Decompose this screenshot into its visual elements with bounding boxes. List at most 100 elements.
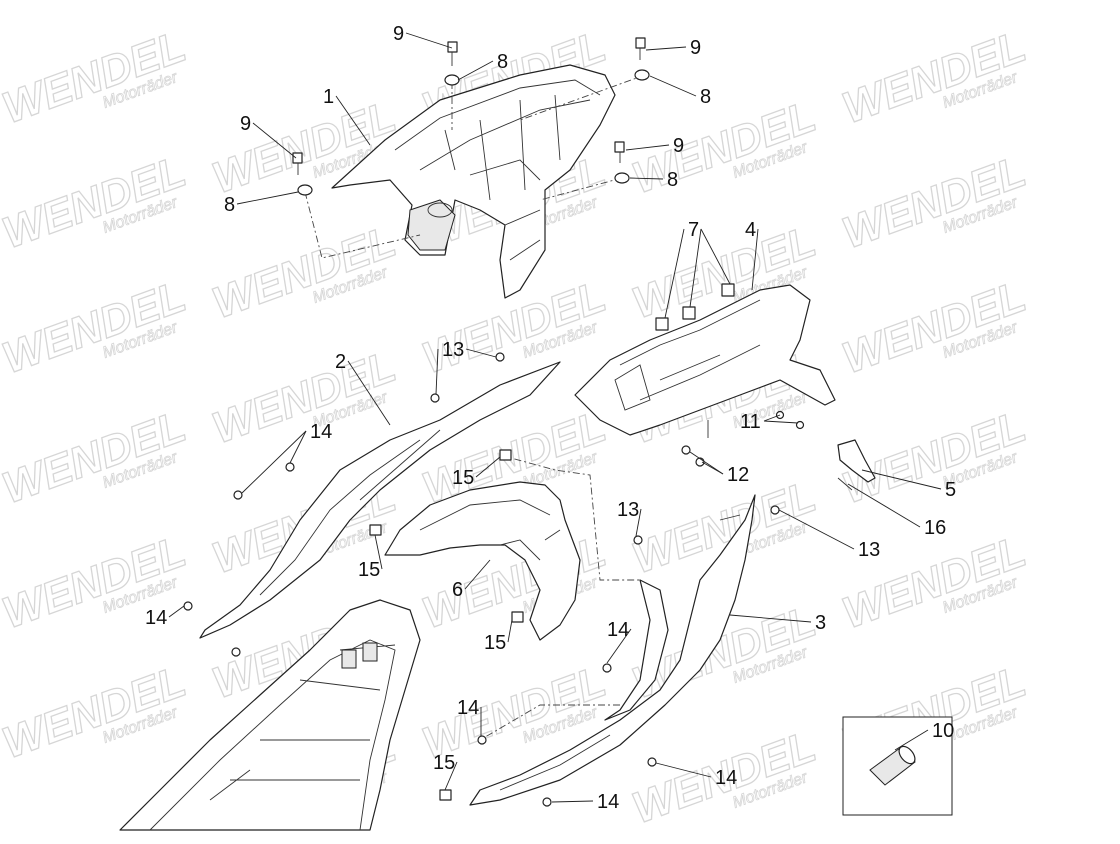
callout-number: 9 — [393, 23, 404, 45]
callout-number: 6 — [452, 579, 463, 601]
part-5-bracket — [837, 439, 876, 491]
callout-number: 14 — [715, 767, 737, 789]
callout-14: 14 — [655, 762, 737, 789]
callout-14: 14 — [145, 605, 185, 629]
callout-number: 8 — [667, 169, 678, 191]
callout-number: 14 — [145, 607, 167, 629]
callout-number: 15 — [433, 752, 455, 774]
callout-4: 4 — [745, 219, 759, 291]
leader-line — [729, 614, 812, 623]
leader-line — [335, 95, 371, 146]
leader-line — [763, 414, 781, 422]
callout-number: 15 — [358, 559, 380, 581]
callout-8: 8 — [629, 169, 678, 191]
callout-15: 15 — [433, 752, 458, 791]
callout-14: 14 — [551, 791, 619, 813]
callout-number: 14 — [457, 697, 479, 719]
callout-number: 14 — [597, 791, 619, 813]
leader-line — [551, 800, 594, 803]
callout-number: 8 — [700, 86, 711, 108]
leader-line — [347, 360, 391, 426]
callout-number: 10 — [932, 720, 954, 742]
callout-number: 13 — [442, 339, 464, 361]
callout-6: 6 — [452, 559, 491, 601]
leader-line — [444, 761, 458, 791]
leader-line — [689, 451, 724, 475]
leader-line — [778, 509, 855, 550]
callout-number: 15 — [452, 467, 474, 489]
callout-13: 13 — [617, 499, 642, 537]
callout-7: 7 — [664, 219, 731, 319]
part-1-rear-rack — [304, 64, 646, 299]
callout-15: 15 — [484, 619, 513, 654]
callout-13: 13 — [435, 339, 497, 395]
leader-line — [689, 228, 702, 308]
callout-number: 9 — [240, 113, 251, 135]
leader-line — [289, 430, 307, 464]
small-fasteners — [183, 352, 805, 807]
leader-line — [700, 228, 731, 285]
leader-line — [629, 177, 664, 180]
callout-number: 7 — [688, 219, 699, 241]
leader-line — [464, 559, 491, 590]
leader-line — [645, 46, 687, 51]
leader-line — [475, 456, 501, 478]
leader-line — [168, 605, 185, 618]
part-10-inset — [842, 716, 953, 816]
leader-line — [664, 228, 685, 319]
callout-number: 12 — [727, 464, 749, 486]
callout-number: 9 — [673, 135, 684, 157]
callout-number: 14 — [607, 619, 629, 641]
callout-number: 16 — [924, 517, 946, 539]
leader-line — [649, 75, 697, 97]
callout-8: 8 — [457, 51, 508, 81]
callout-12: 12 — [689, 451, 749, 486]
callout-number: 5 — [945, 479, 956, 501]
callout-number: 13 — [858, 539, 880, 561]
callout-9: 9 — [645, 37, 701, 59]
leader-line — [625, 144, 670, 151]
part-2-side-panel — [199, 361, 561, 639]
callout-number: 8 — [497, 51, 508, 73]
callout-number: 4 — [745, 219, 756, 241]
callout-16: 16 — [847, 483, 946, 539]
callout-number: 8 — [224, 194, 235, 216]
leader-line — [252, 122, 297, 159]
callout-9: 9 — [240, 113, 297, 159]
callout-number: 15 — [484, 632, 506, 654]
callout-number: 9 — [690, 37, 701, 59]
callout-8: 8 — [224, 191, 299, 216]
callout-number: 11 — [740, 411, 761, 433]
leader-line — [457, 60, 494, 81]
leader-line — [236, 191, 299, 205]
frame — [119, 599, 421, 831]
callout-number: 1 — [323, 86, 334, 108]
leader-line — [847, 483, 921, 528]
screws-8-9 — [292, 37, 650, 196]
callout-15: 15 — [358, 534, 383, 581]
callout-2: 2 — [335, 351, 391, 426]
leader-line — [606, 628, 632, 664]
callout-14: 14 — [241, 421, 332, 494]
callout-number: 14 — [310, 421, 332, 443]
leader-line — [374, 534, 383, 570]
callout-8: 8 — [649, 75, 711, 108]
leader-line — [894, 729, 929, 751]
callout-13: 13 — [778, 509, 880, 561]
leader-line — [241, 430, 307, 494]
leader-line — [435, 348, 439, 395]
